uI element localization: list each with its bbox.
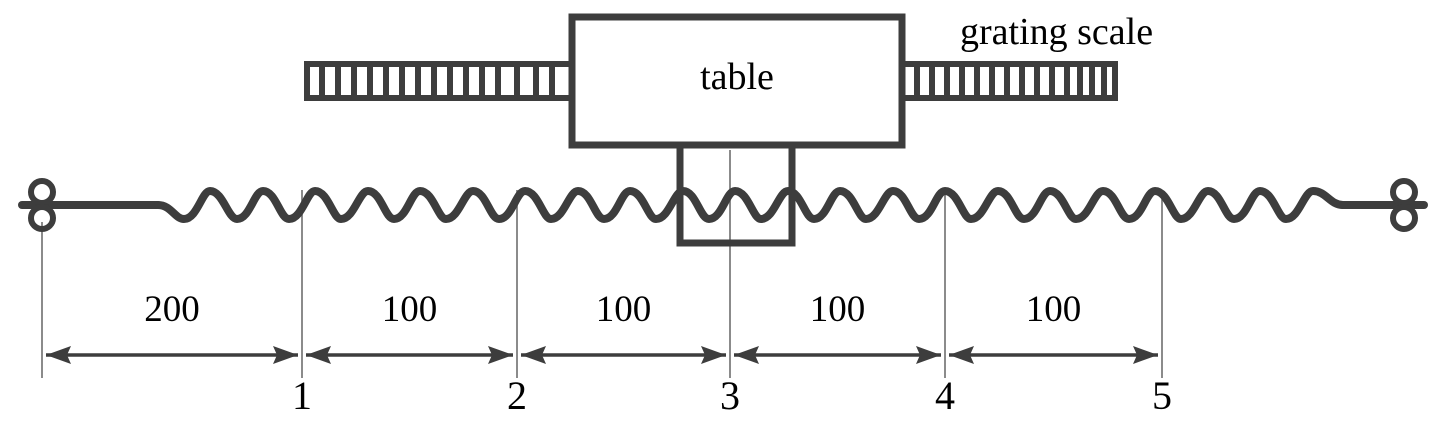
left-bearing-lower-circle [28, 204, 56, 232]
dimension-value-100-d: 100 [1025, 289, 1082, 330]
ball-screw [18, 187, 1428, 223]
station-label-3: 3 [720, 373, 740, 418]
station-label-4: 4 [935, 373, 955, 418]
dimension-value-100-b: 100 [595, 289, 652, 330]
right-bearing [1390, 178, 1418, 232]
right-bearing-lower-circle [1390, 204, 1418, 232]
right-grating-ticks [914, 67, 1107, 95]
table-label: table [700, 56, 774, 98]
right-bearing-upper-circle [1390, 178, 1418, 206]
dimension-value-200: 200 [144, 289, 200, 330]
left-bearing-upper-circle [28, 178, 56, 206]
right-grating-strip [899, 61, 1118, 101]
grating-scale-label: grating scale [960, 11, 1154, 53]
left-grating-strip [304, 61, 576, 101]
station-label-1: 1 [292, 373, 312, 418]
station-label-5: 5 [1152, 373, 1172, 418]
left-grating-ticks [319, 67, 555, 95]
ball-screw-thread [154, 187, 1347, 223]
left-bearing [28, 178, 56, 232]
table-body [568, 13, 906, 149]
extension-lines [41, 150, 1163, 378]
dimension-value-100-c: 100 [809, 289, 866, 330]
station-label-2: 2 [507, 373, 527, 418]
dimension-value-100-a: 100 [381, 289, 438, 330]
